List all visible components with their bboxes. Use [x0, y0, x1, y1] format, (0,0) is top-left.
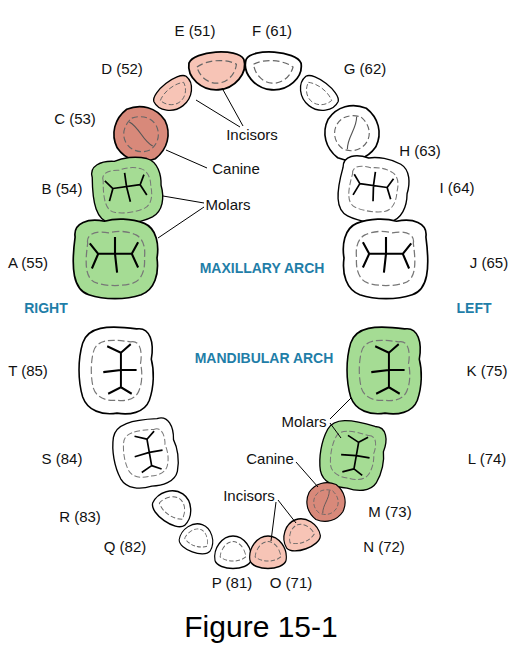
tooth-label: P (81)	[212, 575, 253, 590]
tooth-label: M (73)	[368, 504, 411, 519]
figure-caption: Figure 15-1	[184, 612, 337, 642]
group-label: Incisors	[223, 488, 275, 503]
group-label: Canine	[212, 161, 260, 176]
region-heading: LEFT	[457, 301, 492, 315]
tooth-label: N (72)	[363, 539, 405, 554]
tooth-label: D (52)	[101, 61, 143, 76]
tooth-a	[73, 219, 157, 299]
tooth-k	[347, 327, 421, 414]
tooth-label: A (55)	[8, 255, 48, 270]
tooth-label: K (75)	[467, 363, 508, 378]
tooth-label: I (64)	[439, 180, 474, 195]
tooth-label: S (84)	[42, 451, 83, 466]
tooth-label: G (62)	[344, 61, 387, 76]
group-label: Incisors	[226, 127, 278, 142]
tooth-label: E (51)	[175, 23, 216, 38]
group-label: Molars	[281, 414, 326, 429]
tooth-i	[334, 153, 412, 227]
tooth-t	[79, 327, 153, 414]
tooth-f	[244, 50, 302, 91]
region-heading: MAXILLARY ARCH	[200, 261, 325, 275]
tooth-o	[250, 536, 287, 569]
group-label: Canine	[246, 451, 294, 466]
tooth-label: F (61)	[252, 23, 292, 38]
tooth-label: B (54)	[42, 181, 83, 196]
tooth-label: H (63)	[399, 143, 441, 158]
tooth-e	[188, 50, 246, 91]
tooth-label: J (65)	[470, 255, 508, 270]
tooth-j	[343, 219, 427, 299]
tooth-label: R (83)	[59, 509, 101, 524]
tooth-label: O (71)	[270, 575, 313, 590]
tooth-q	[177, 519, 219, 558]
tooth-label: C (53)	[54, 111, 96, 126]
leader-line	[158, 88, 351, 541]
tooth-b	[89, 154, 167, 228]
tooth-p	[215, 536, 252, 569]
group-label: Molars	[205, 197, 250, 212]
tooth-label: L (74)	[468, 451, 507, 466]
region-heading: RIGHT	[24, 301, 68, 315]
tooth-label: Q (82)	[104, 539, 147, 554]
tooth-s	[108, 415, 182, 493]
region-heading: MANDIBULAR ARCH	[195, 351, 334, 365]
tooth-label: T (85)	[8, 363, 48, 378]
